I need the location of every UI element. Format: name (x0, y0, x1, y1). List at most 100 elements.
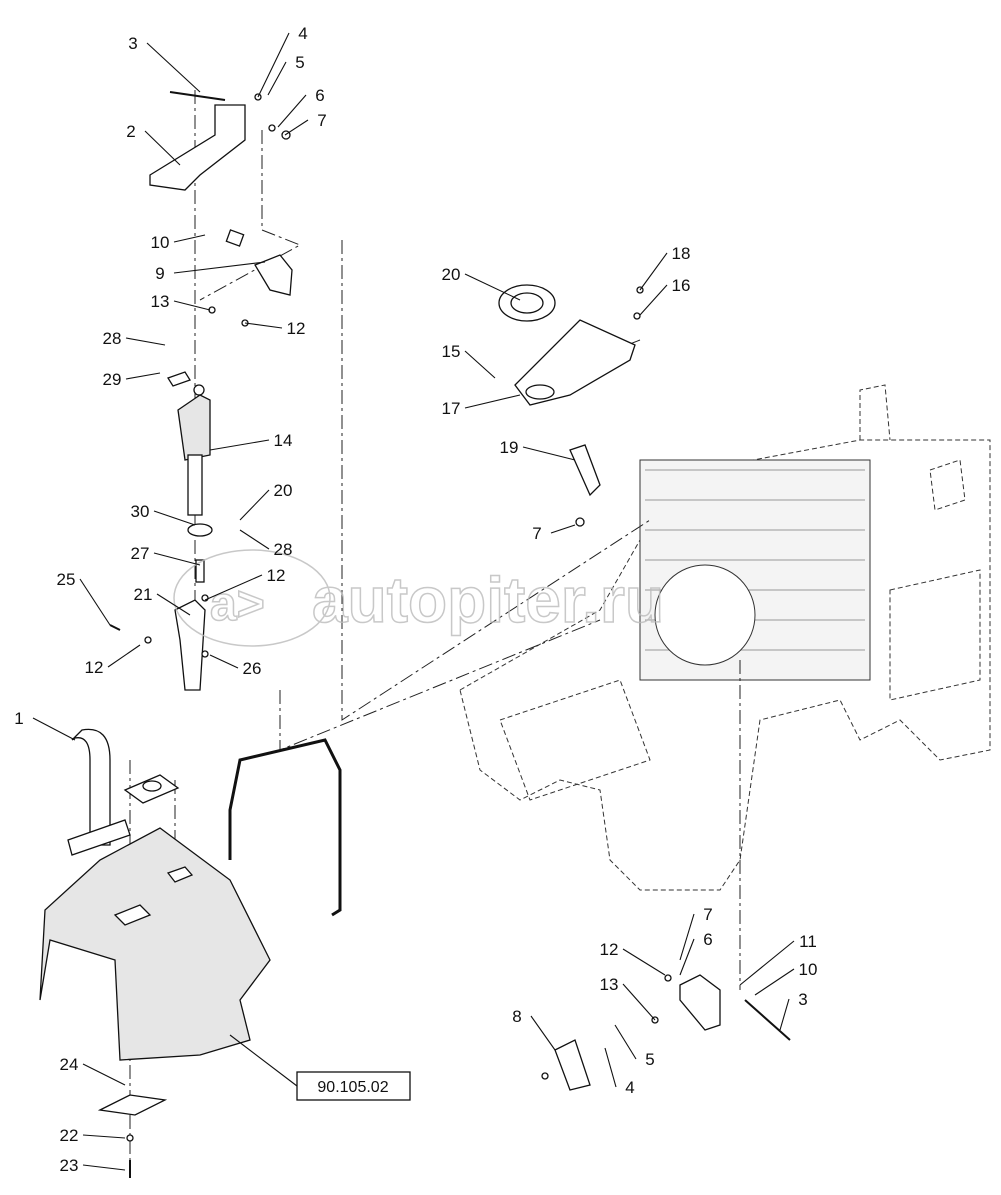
callout-7[interactable]: 7 (532, 524, 541, 543)
leader-line (79, 578, 111, 626)
bolt (169, 91, 226, 101)
leader-line (639, 252, 668, 291)
callout-16[interactable]: 16 (672, 276, 691, 295)
leader-line (679, 938, 695, 976)
leader-line (239, 529, 270, 550)
leader-line (284, 119, 309, 136)
leader-line (209, 654, 239, 669)
leader-line (679, 913, 695, 961)
leader-line (267, 61, 287, 96)
reference-box[interactable]: 90.105.02 (229, 1034, 411, 1101)
leader-line (464, 273, 521, 301)
pivot-bracket (208, 229, 293, 327)
callout-15[interactable]: 15 (442, 342, 461, 361)
callout-26[interactable]: 26 (243, 659, 262, 678)
callout-11[interactable]: 11 (799, 932, 817, 951)
leader-line (464, 350, 496, 379)
leader-line (156, 593, 191, 616)
callout-10[interactable]: 10 (151, 233, 170, 252)
leader-line (754, 968, 795, 996)
callout-12[interactable]: 12 (287, 319, 306, 338)
callout-12[interactable]: 12 (85, 658, 104, 677)
leader-line (125, 372, 161, 380)
lower-bracket (541, 974, 791, 1091)
callout-29[interactable]: 29 (103, 370, 122, 389)
callout-28[interactable]: 28 (274, 540, 293, 559)
leader-line (153, 552, 201, 566)
callout-6[interactable]: 6 (315, 86, 324, 105)
hood (39, 827, 271, 1061)
callout-6[interactable]: 6 (703, 930, 712, 949)
leader-line (153, 510, 196, 526)
callout-17[interactable]: 17 (442, 399, 461, 418)
leader-line (550, 524, 576, 534)
callout-23[interactable]: 23 (60, 1156, 79, 1175)
air-intake-cap (123, 774, 180, 804)
callout-19[interactable]: 19 (500, 438, 519, 457)
callout-20[interactable]: 20 (274, 481, 293, 500)
leader-line (739, 940, 795, 986)
leader-line (173, 261, 266, 274)
leader-line (639, 284, 668, 316)
callout-7[interactable]: 7 (703, 905, 712, 924)
leader-line (82, 1134, 126, 1139)
callout-24[interactable]: 24 (60, 1055, 79, 1074)
callout-3[interactable]: 3 (798, 990, 807, 1009)
callout-1[interactable]: 1 (14, 709, 23, 728)
callout-9[interactable]: 9 (155, 264, 164, 283)
leader-line (146, 42, 201, 93)
gas-strut (109, 371, 213, 691)
leader-line (244, 322, 283, 329)
callout-5[interactable]: 5 (645, 1050, 654, 1069)
watermark-text: autopiter.ru (312, 564, 664, 636)
callout-20[interactable]: 20 (442, 265, 461, 284)
callout-8[interactable]: 8 (512, 1007, 521, 1026)
mounting-plate (498, 284, 644, 527)
hood-seal (228, 738, 342, 917)
callout-22[interactable]: 22 (60, 1126, 79, 1145)
reference-number[interactable]: 90.105.02 (317, 1079, 388, 1096)
leader-line (32, 717, 76, 741)
callout-12[interactable]: 12 (600, 940, 619, 959)
callout-18[interactable]: 18 (672, 244, 691, 263)
leader-line (522, 446, 576, 461)
callout-10[interactable]: 10 (799, 960, 818, 979)
callout-labels: 3456721091312201517181619728291430202827… (14, 24, 817, 1175)
leader-line (144, 130, 181, 166)
leader-line (257, 32, 290, 98)
leader-line (239, 489, 270, 521)
callout-14[interactable]: 14 (274, 431, 293, 450)
leader-line (779, 998, 790, 1031)
watermark: a> autopiter.ru (173, 549, 665, 647)
tractor-chassis (459, 384, 991, 891)
callout-30[interactable]: 30 (131, 502, 150, 521)
callout-21[interactable]: 21 (134, 585, 153, 604)
leader-line (464, 394, 521, 409)
callout-2[interactable]: 2 (126, 122, 135, 141)
leader-line (614, 1024, 637, 1060)
leader-line (622, 983, 656, 1021)
leader-line (530, 1015, 556, 1051)
latch (97, 1094, 168, 1178)
callout-25[interactable]: 25 (57, 570, 76, 589)
callout-12[interactable]: 12 (267, 566, 286, 585)
fan (654, 564, 756, 666)
callout-3[interactable]: 3 (128, 34, 137, 53)
callout-4[interactable]: 4 (625, 1078, 634, 1097)
callout-13[interactable]: 13 (600, 975, 619, 994)
callout-28[interactable]: 28 (103, 329, 122, 348)
leader-line (82, 1164, 126, 1171)
callout-13[interactable]: 13 (151, 292, 170, 311)
exhaust-pipe (67, 728, 131, 856)
callout-4[interactable]: 4 (298, 24, 307, 43)
leader-line (173, 234, 206, 243)
callout-5[interactable]: 5 (295, 53, 304, 72)
leader-line (209, 439, 270, 451)
callout-27[interactable]: 27 (131, 544, 150, 563)
upper-bracket (149, 91, 291, 191)
leader-line (622, 948, 666, 976)
callout-7[interactable]: 7 (317, 111, 326, 130)
leader-line (604, 1047, 617, 1088)
